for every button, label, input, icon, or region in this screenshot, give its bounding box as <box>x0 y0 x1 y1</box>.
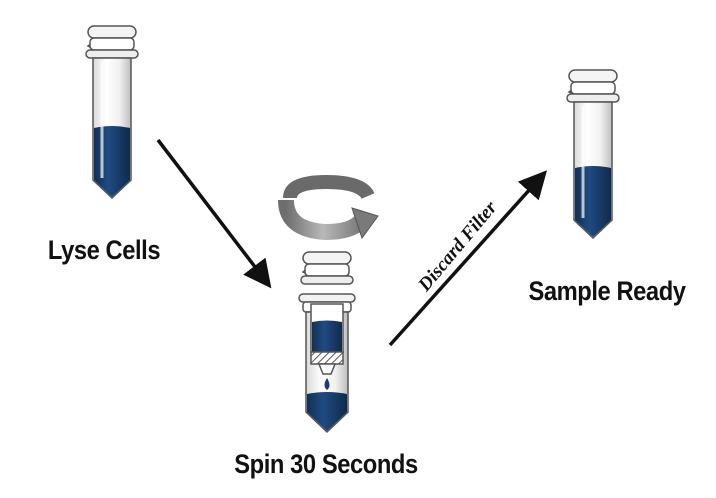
tube-lyse <box>85 25 139 200</box>
tube-spin <box>298 251 356 434</box>
arrow-to-spin <box>156 138 272 289</box>
step-label-ready: Sample Ready <box>528 277 685 307</box>
arrow-label-discard-filter: Discard Filter <box>414 197 502 296</box>
filter-membrane <box>310 351 344 365</box>
arrow-to-ready <box>388 170 548 347</box>
tube-ready <box>566 69 620 240</box>
step-label-lyse: Lyse Cells <box>48 236 161 266</box>
droplet <box>324 378 330 390</box>
step-label-spin: Spin 30 Seconds <box>234 450 418 480</box>
liquid-spin-collected <box>307 392 347 431</box>
liquid-spin-column <box>312 320 342 352</box>
spin-rotation-icon <box>278 174 379 241</box>
